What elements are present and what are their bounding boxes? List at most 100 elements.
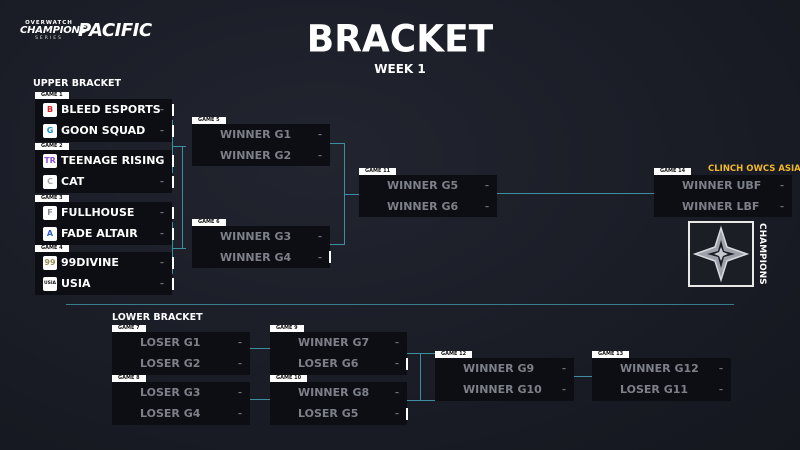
match-team-row[interactable]: WINNER G3 –	[192, 227, 330, 247]
team-name: WINNER G10	[463, 383, 542, 396]
team-score: –	[395, 409, 399, 418]
match-game-10[interactable]: WINNER G8 – LOSER G5 –	[270, 382, 407, 425]
team-name: LOSER G1	[140, 336, 201, 349]
game-tag: GAME 1	[35, 92, 69, 99]
fullhouse-logo-icon: F	[43, 206, 57, 220]
team-score: –	[238, 409, 242, 418]
connector-line	[330, 244, 344, 245]
match-game-13[interactable]: WINNER G12 – LOSER G11 –	[592, 358, 731, 401]
match-game-7[interactable]: LOSER G1 – LOSER G2 –	[112, 332, 250, 375]
match-team-row[interactable]: WINNER G10 –	[435, 380, 574, 400]
team-name: LOSER G2	[140, 357, 201, 370]
team-score: –	[485, 202, 489, 211]
usia-logo-icon: USIA	[43, 277, 57, 291]
match-team-row[interactable]: WINNER G1 –	[192, 125, 330, 145]
match-team-row[interactable]: WINNER G9 –	[435, 359, 574, 379]
champions-trophy	[688, 221, 754, 287]
game-tag: GAME 11	[359, 168, 397, 175]
game-tag: GAME 9	[270, 325, 304, 332]
match-team-row[interactable]: WINNER G6 –	[359, 197, 497, 217]
logo-overwatch-text: OVERWATCH	[25, 20, 73, 26]
team-score: –	[780, 181, 784, 190]
bleed-esports-logo-icon: B	[43, 103, 57, 117]
match-team-row[interactable]: LOSER G11 –	[592, 380, 731, 400]
logo-region: PACIFIC	[78, 20, 152, 41]
match-team-row[interactable]: WINNER G7 –	[270, 333, 407, 353]
team-score: –	[719, 385, 723, 394]
team-name: WINNER G4	[220, 251, 292, 264]
teenage-rising-logo-icon: TR	[43, 154, 57, 168]
page-subtitle: WEEK 1	[374, 62, 426, 76]
team-score: –	[160, 126, 164, 135]
match-game-6[interactable]: WINNER G3 – WINNER G4 –	[192, 226, 330, 268]
match-team-row[interactable]: WINNER G5 –	[359, 176, 497, 196]
game-tag: GAME 8	[112, 375, 146, 382]
match-team-row[interactable]: WINNER G12 –	[592, 359, 731, 379]
match-team-row[interactable]: WINNER G4 –	[192, 248, 330, 268]
connector-line	[407, 353, 435, 354]
team-name: CAT	[61, 175, 85, 188]
team-score: –	[485, 181, 489, 190]
champions-label: CHAMPIONS	[757, 223, 767, 285]
match-team-row[interactable]: USIA USIA –	[35, 274, 172, 294]
team-score: –	[160, 279, 164, 288]
match-team-row[interactable]: WINNER UBF –	[654, 176, 792, 196]
game-tag: GAME 7	[112, 325, 146, 332]
match-game-3[interactable]: F FULLHOUSE – A FADE ALTAIR –	[35, 202, 172, 245]
match-game-5[interactable]: WINNER G1 – WINNER G2 –	[192, 124, 330, 166]
team-name: LOSER G3	[140, 386, 201, 399]
match-game-9[interactable]: WINNER G7 – LOSER G6 –	[270, 332, 407, 375]
goon-squad-logo-icon: G	[43, 124, 57, 138]
match-team-row[interactable]: WINNER G8 –	[270, 383, 407, 403]
match-team-row[interactable]: TR TEENAGE RISING –	[35, 151, 172, 171]
game-tag: GAME 12	[435, 351, 473, 358]
team-score: –	[238, 388, 242, 397]
match-team-row[interactable]: LOSER G4 –	[112, 404, 250, 424]
team-score: –	[719, 364, 723, 373]
match-team-row[interactable]: LOSER G5 –	[270, 404, 407, 424]
match-team-row[interactable]: LOSER G2 –	[112, 354, 250, 374]
match-team-row[interactable]: 99 99DIVINE –	[35, 253, 172, 273]
match-team-row[interactable]: A FADE ALTAIR –	[35, 224, 172, 244]
match-game-1[interactable]: B BLEED ESPORTS – G GOON SQUAD –	[35, 99, 172, 142]
team-name: WINNER UBF	[682, 179, 762, 192]
team-name: USIA	[61, 277, 91, 290]
fade-altair-logo-icon: A	[43, 227, 57, 241]
match-game-12[interactable]: WINNER G9 – WINNER G10 –	[435, 358, 574, 401]
team-name: FADE ALTAIR	[61, 227, 138, 240]
match-team-row[interactable]: LOSER G3 –	[112, 383, 250, 403]
match-game-8[interactable]: LOSER G3 – LOSER G4 –	[112, 382, 250, 425]
team-score: –	[395, 388, 399, 397]
match-team-row[interactable]: WINNER G2 –	[192, 146, 330, 166]
match-team-row[interactable]: LOSER G6 –	[270, 354, 407, 374]
team-name: WINNER LBF	[682, 200, 760, 213]
team-name: BLEED ESPORTS	[61, 103, 161, 116]
match-team-row[interactable]: C CAT –	[35, 172, 172, 192]
match-team-row[interactable]: B BLEED ESPORTS –	[35, 100, 172, 120]
connector-line	[172, 248, 186, 249]
logo-champions-text: CHAMPIONS	[20, 25, 87, 36]
match-team-row[interactable]: G GOON SQUAD –	[35, 121, 172, 141]
match-team-row[interactable]: F FULLHOUSE –	[35, 203, 172, 223]
score-marker	[172, 207, 174, 219]
team-score: –	[238, 359, 242, 368]
upper-bracket-label: UPPER BRACKET	[33, 78, 121, 89]
team-name: WINNER G5	[387, 179, 459, 192]
team-name: WINNER G2	[220, 149, 292, 162]
team-name: TEENAGE RISING	[61, 154, 165, 167]
team-score: –	[160, 208, 164, 217]
connector-line	[420, 353, 421, 400]
match-team-row[interactable]: LOSER G1 –	[112, 333, 250, 353]
match-game-11[interactable]: WINNER G5 – WINNER G6 –	[359, 175, 497, 217]
team-score: –	[395, 338, 399, 347]
match-team-row[interactable]: WINNER LBF –	[654, 197, 792, 217]
match-game-14[interactable]: WINNER UBF – WINNER LBF –	[654, 175, 792, 217]
team-score: –	[562, 385, 566, 394]
team-name: WINNER G12	[620, 362, 699, 375]
match-game-4[interactable]: 99 99DIVINE – USIA USIA –	[35, 252, 172, 295]
team-score: –	[562, 364, 566, 373]
score-marker	[172, 176, 174, 188]
match-game-2[interactable]: TR TEENAGE RISING – C CAT –	[35, 150, 172, 193]
team-name: WINNER G9	[463, 362, 535, 375]
logo-series-text: SERIES	[35, 36, 63, 41]
